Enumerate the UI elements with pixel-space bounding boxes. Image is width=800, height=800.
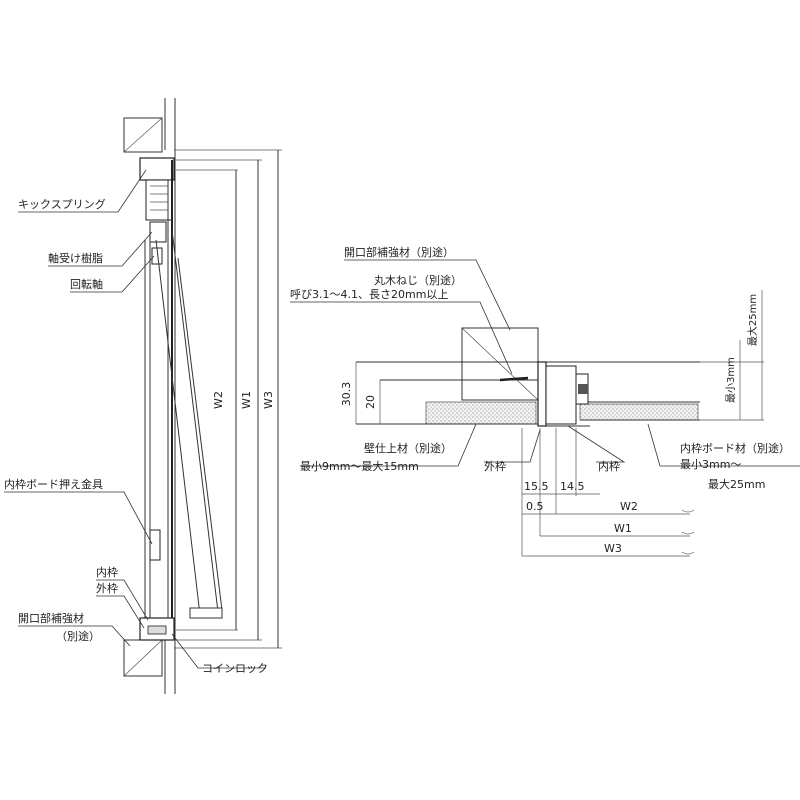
left-section-view: W2 W1 W3 キックスプリング 軸受け樹脂 回転軸 内枠ボード押え金具 内枠…	[4, 98, 282, 694]
label-wall-finish: 壁仕上材（別途）	[364, 441, 452, 455]
left-w1-label: W1	[240, 391, 253, 409]
label-dim-min3: 最小3mm	[725, 357, 737, 403]
label-dim-155: 15.5	[524, 480, 549, 493]
leader-coin-lock	[171, 633, 266, 669]
leader-wall-finish	[300, 423, 477, 467]
label-right-outer-frame: 外枠	[484, 459, 506, 473]
board-retainer	[149, 529, 161, 561]
outer-frame-profile	[537, 361, 547, 427]
label-opening-reinforce: 開口部補強材	[18, 611, 84, 625]
label-inner-board: 内枠ボード材（別途）	[680, 441, 790, 455]
door-swing-line-2	[155, 239, 201, 616]
label-right-inner-frame: 内枠	[598, 459, 620, 473]
label-outer-frame: 外枠	[96, 581, 118, 595]
label-separate-note: （別途）	[56, 629, 100, 643]
wall-finish-board	[425, 401, 537, 425]
label-board-retainer: 内枠ボード押え金具	[4, 477, 103, 491]
dim-w2-break	[681, 509, 695, 513]
label-right-w3: W3	[604, 542, 622, 555]
leader-bearing	[48, 231, 153, 267]
top-block-diagonal	[123, 117, 163, 153]
leader-inner-board	[647, 423, 800, 467]
label-kick-spring: キックスプリング	[18, 197, 106, 211]
label-wall-range: 最小9mm～最大15mm	[300, 459, 419, 473]
label-dim-05: 0.5	[526, 500, 544, 513]
inner-frame-profile	[545, 365, 577, 425]
wood-screw	[499, 376, 529, 382]
leader-right-reinforce	[344, 259, 511, 331]
label-right-w2: W2	[620, 500, 638, 513]
label-bearing-resin: 軸受け樹脂	[48, 251, 103, 265]
label-wood-screw: 丸木ねじ（別途）	[374, 273, 462, 287]
label-inner-frame: 内枠	[96, 565, 118, 579]
door-swing-foot	[189, 607, 223, 619]
leader-board-retainer	[4, 491, 153, 545]
right-block-diagonal	[461, 327, 539, 401]
left-w2-label: W2	[212, 391, 225, 409]
leader-opening-reinforce	[18, 625, 131, 647]
bottom-block-diagonal	[123, 639, 163, 677]
leader-outer-frame	[484, 429, 541, 463]
right-section-view: 30.3 20 最小3mm 最大25mm 15.5 14.5 0.5 W2 W1…	[290, 245, 800, 557]
bearing-block	[149, 221, 167, 243]
leader-inner-frame	[567, 425, 626, 463]
label-dim-303: 30.3	[340, 382, 353, 407]
spring-coils	[150, 185, 168, 211]
leader-pivot	[70, 255, 155, 293]
label-pivot: 回転軸	[70, 277, 103, 291]
label-screw-spec: 呼び3.1～4.1、長さ20mm以上	[290, 288, 448, 301]
dim-w1-break	[681, 531, 695, 535]
leader-kick-spring	[18, 169, 147, 213]
left-w3-label: W3	[262, 391, 275, 409]
leader-inner-frame	[96, 579, 149, 621]
label-coin-lock: コインロック	[202, 662, 268, 675]
door-swing-line-1	[171, 229, 219, 613]
label-dim-145: 14.5	[560, 480, 585, 493]
inner-board	[579, 403, 699, 421]
leader-outer-frame	[96, 595, 145, 629]
coin-lock-cam	[578, 384, 588, 394]
coin-lock-body	[147, 625, 167, 635]
door-swing-line-3	[177, 257, 223, 611]
left-dimension-lines	[174, 149, 282, 649]
label-dim-max25: 最大25mm	[746, 294, 759, 346]
dim-w3-break	[681, 551, 695, 555]
frame-top-assembly	[139, 157, 175, 181]
label-right-w1: W1	[614, 522, 632, 535]
label-board-max: 最大25mm	[708, 477, 765, 491]
label-dim-20: 20	[364, 395, 377, 409]
label-board-min: 最小3mm～	[680, 458, 741, 471]
label-right-reinforce: 開口部補強材（別途）	[344, 245, 454, 259]
leader-wood-screw	[290, 301, 513, 375]
